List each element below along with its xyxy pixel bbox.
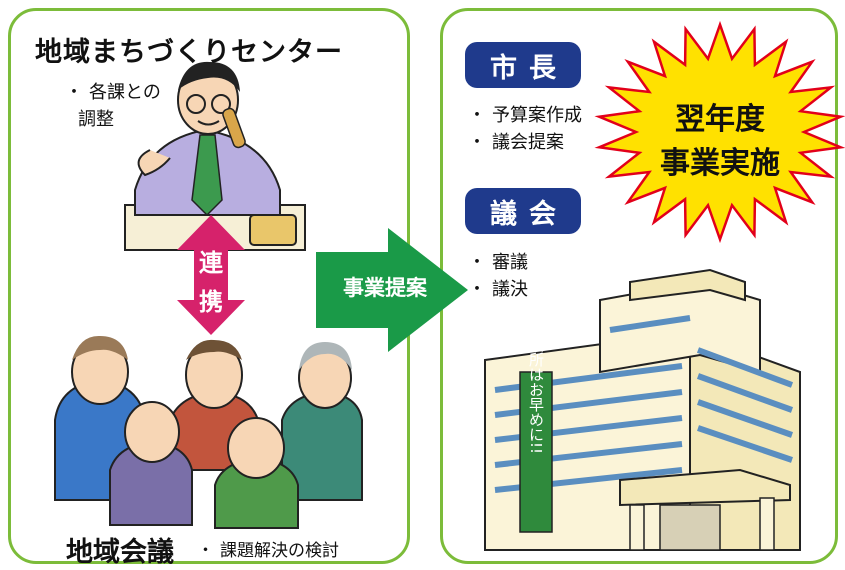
meeting-note: ・課題解決の検討: [197, 541, 339, 561]
building-banner-text: 市役所はお早めに!!: [527, 322, 545, 454]
community-members-illustration: [54, 335, 363, 529]
link-double-arrow: [177, 215, 245, 335]
burst-shape: [594, 20, 845, 244]
mayor-bullet-1-text: 予算案作成: [492, 105, 582, 126]
city-hall-building: 市役所はお早めに!!: [484, 268, 801, 551]
council-bullet-1-text: 審議: [492, 252, 528, 273]
burst-line-1: 翌年度: [675, 102, 765, 137]
meeting-title: 地域会議: [66, 537, 174, 568]
link-label-1: 連: [199, 249, 223, 277]
council-bullet-2-text: 議決: [492, 279, 528, 300]
meeting-note-text: 課題解決の検討: [220, 541, 339, 561]
center-bullet-2: 調整: [78, 107, 114, 133]
council-badge: 議会: [465, 188, 581, 234]
mayor-badge: 市長: [465, 42, 581, 88]
mayor-bullet-1: ・予算案作成: [468, 105, 582, 126]
mayor-bullet-2: ・議会提案: [468, 132, 564, 153]
link-label-2: 携: [199, 288, 223, 316]
council-bullet-1: ・審議: [468, 252, 528, 273]
center-bullet-2-text: 調整: [78, 109, 114, 130]
council-bullet-2: ・議決: [468, 279, 528, 300]
center-bullet-1-text: 各課との: [89, 82, 161, 103]
center-bullet-1: ・各課との: [65, 82, 161, 103]
burst-line-2: 事業実施: [660, 146, 780, 181]
proposal-arrow-label: 事業提案: [343, 276, 427, 300]
proposal-arrow: [316, 228, 468, 352]
burst-text: 翌年度 事業実施: [650, 98, 790, 186]
center-title: 地域まちづくりセンター: [35, 37, 343, 68]
mayor-bullet-2-text: 議会提案: [492, 132, 564, 153]
